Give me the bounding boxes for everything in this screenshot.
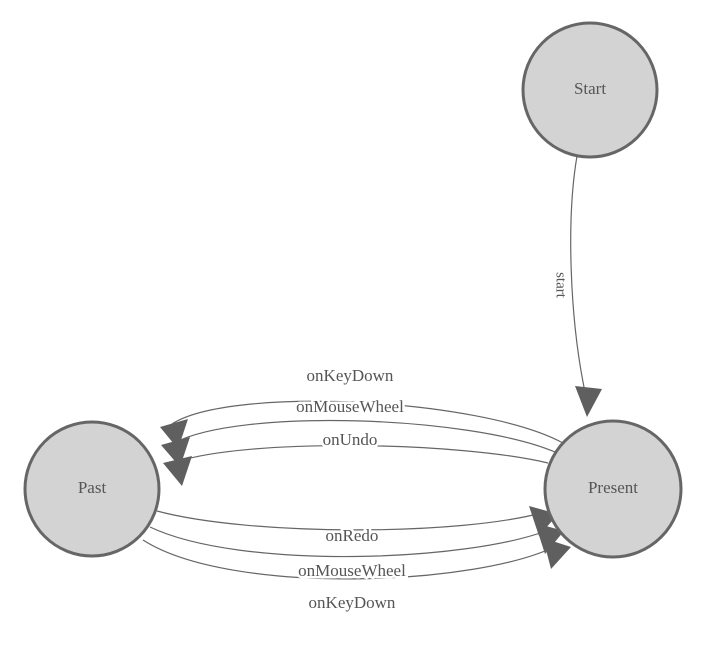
node-past[interactable]: Past: [23, 420, 161, 558]
edge-past-to-present-onkeydown[interactable]: [142, 538, 571, 580]
node-present[interactable]: Present: [543, 419, 683, 559]
edge-present-to-past-onmousewheel[interactable]: [161, 419, 556, 467]
arrowhead-into-present-2: [535, 523, 564, 554]
arrowhead-into-past-1: [160, 419, 188, 449]
node-past-label: Past: [78, 478, 107, 497]
node-start[interactable]: Start: [521, 21, 659, 159]
edge-present-to-past-onundo[interactable]: [163, 445, 549, 486]
edge-past-to-present-onmousewheel[interactable]: [149, 523, 564, 558]
node-past-circle: [23, 420, 161, 558]
node-present-circle: [543, 419, 683, 559]
edge-present-to-past-onundo-path: [175, 445, 549, 464]
arrowhead-into-present-3: [543, 538, 571, 569]
edge-label-onmousewheel-bottom: onMouseWheel: [298, 561, 406, 580]
edge-past-to-present-onredo-path: [156, 510, 546, 531]
edge-start-to-present[interactable]: start: [553, 155, 602, 417]
edge-label-group: onKeyDown onMouseWheel onUndo onRedo onM…: [294, 363, 409, 614]
arrowhead-into-past-2: [161, 437, 190, 467]
edge-present-to-past-onmousewheel-path: [173, 419, 556, 453]
edge-label-onundo: onUndo: [323, 430, 378, 449]
edge-past-to-present-onmousewheel-path: [149, 526, 552, 558]
node-start-circle: [521, 21, 659, 159]
edge-label-onkeydown-bottom: onKeyDown: [309, 593, 396, 612]
edge-present-to-past-onkeydown-path: [171, 400, 564, 444]
node-start-label: Start: [574, 79, 606, 98]
node-present-label: Present: [588, 478, 638, 497]
edge-label-onredo: onRedo: [326, 526, 379, 545]
edge-label-start: start: [553, 272, 569, 299]
edge-label-onmousewheel-top: onMouseWheel: [296, 397, 404, 416]
edge-label-onkeydown-top: onKeyDown: [307, 366, 394, 385]
arrowhead-into-past-3: [163, 456, 192, 486]
edge-past-to-present-onkeydown-path: [142, 539, 559, 580]
arrowhead-into-present-top: [575, 386, 602, 417]
edge-present-to-past-onkeydown[interactable]: [160, 400, 564, 449]
edge-start-to-present-path: [570, 155, 586, 393]
